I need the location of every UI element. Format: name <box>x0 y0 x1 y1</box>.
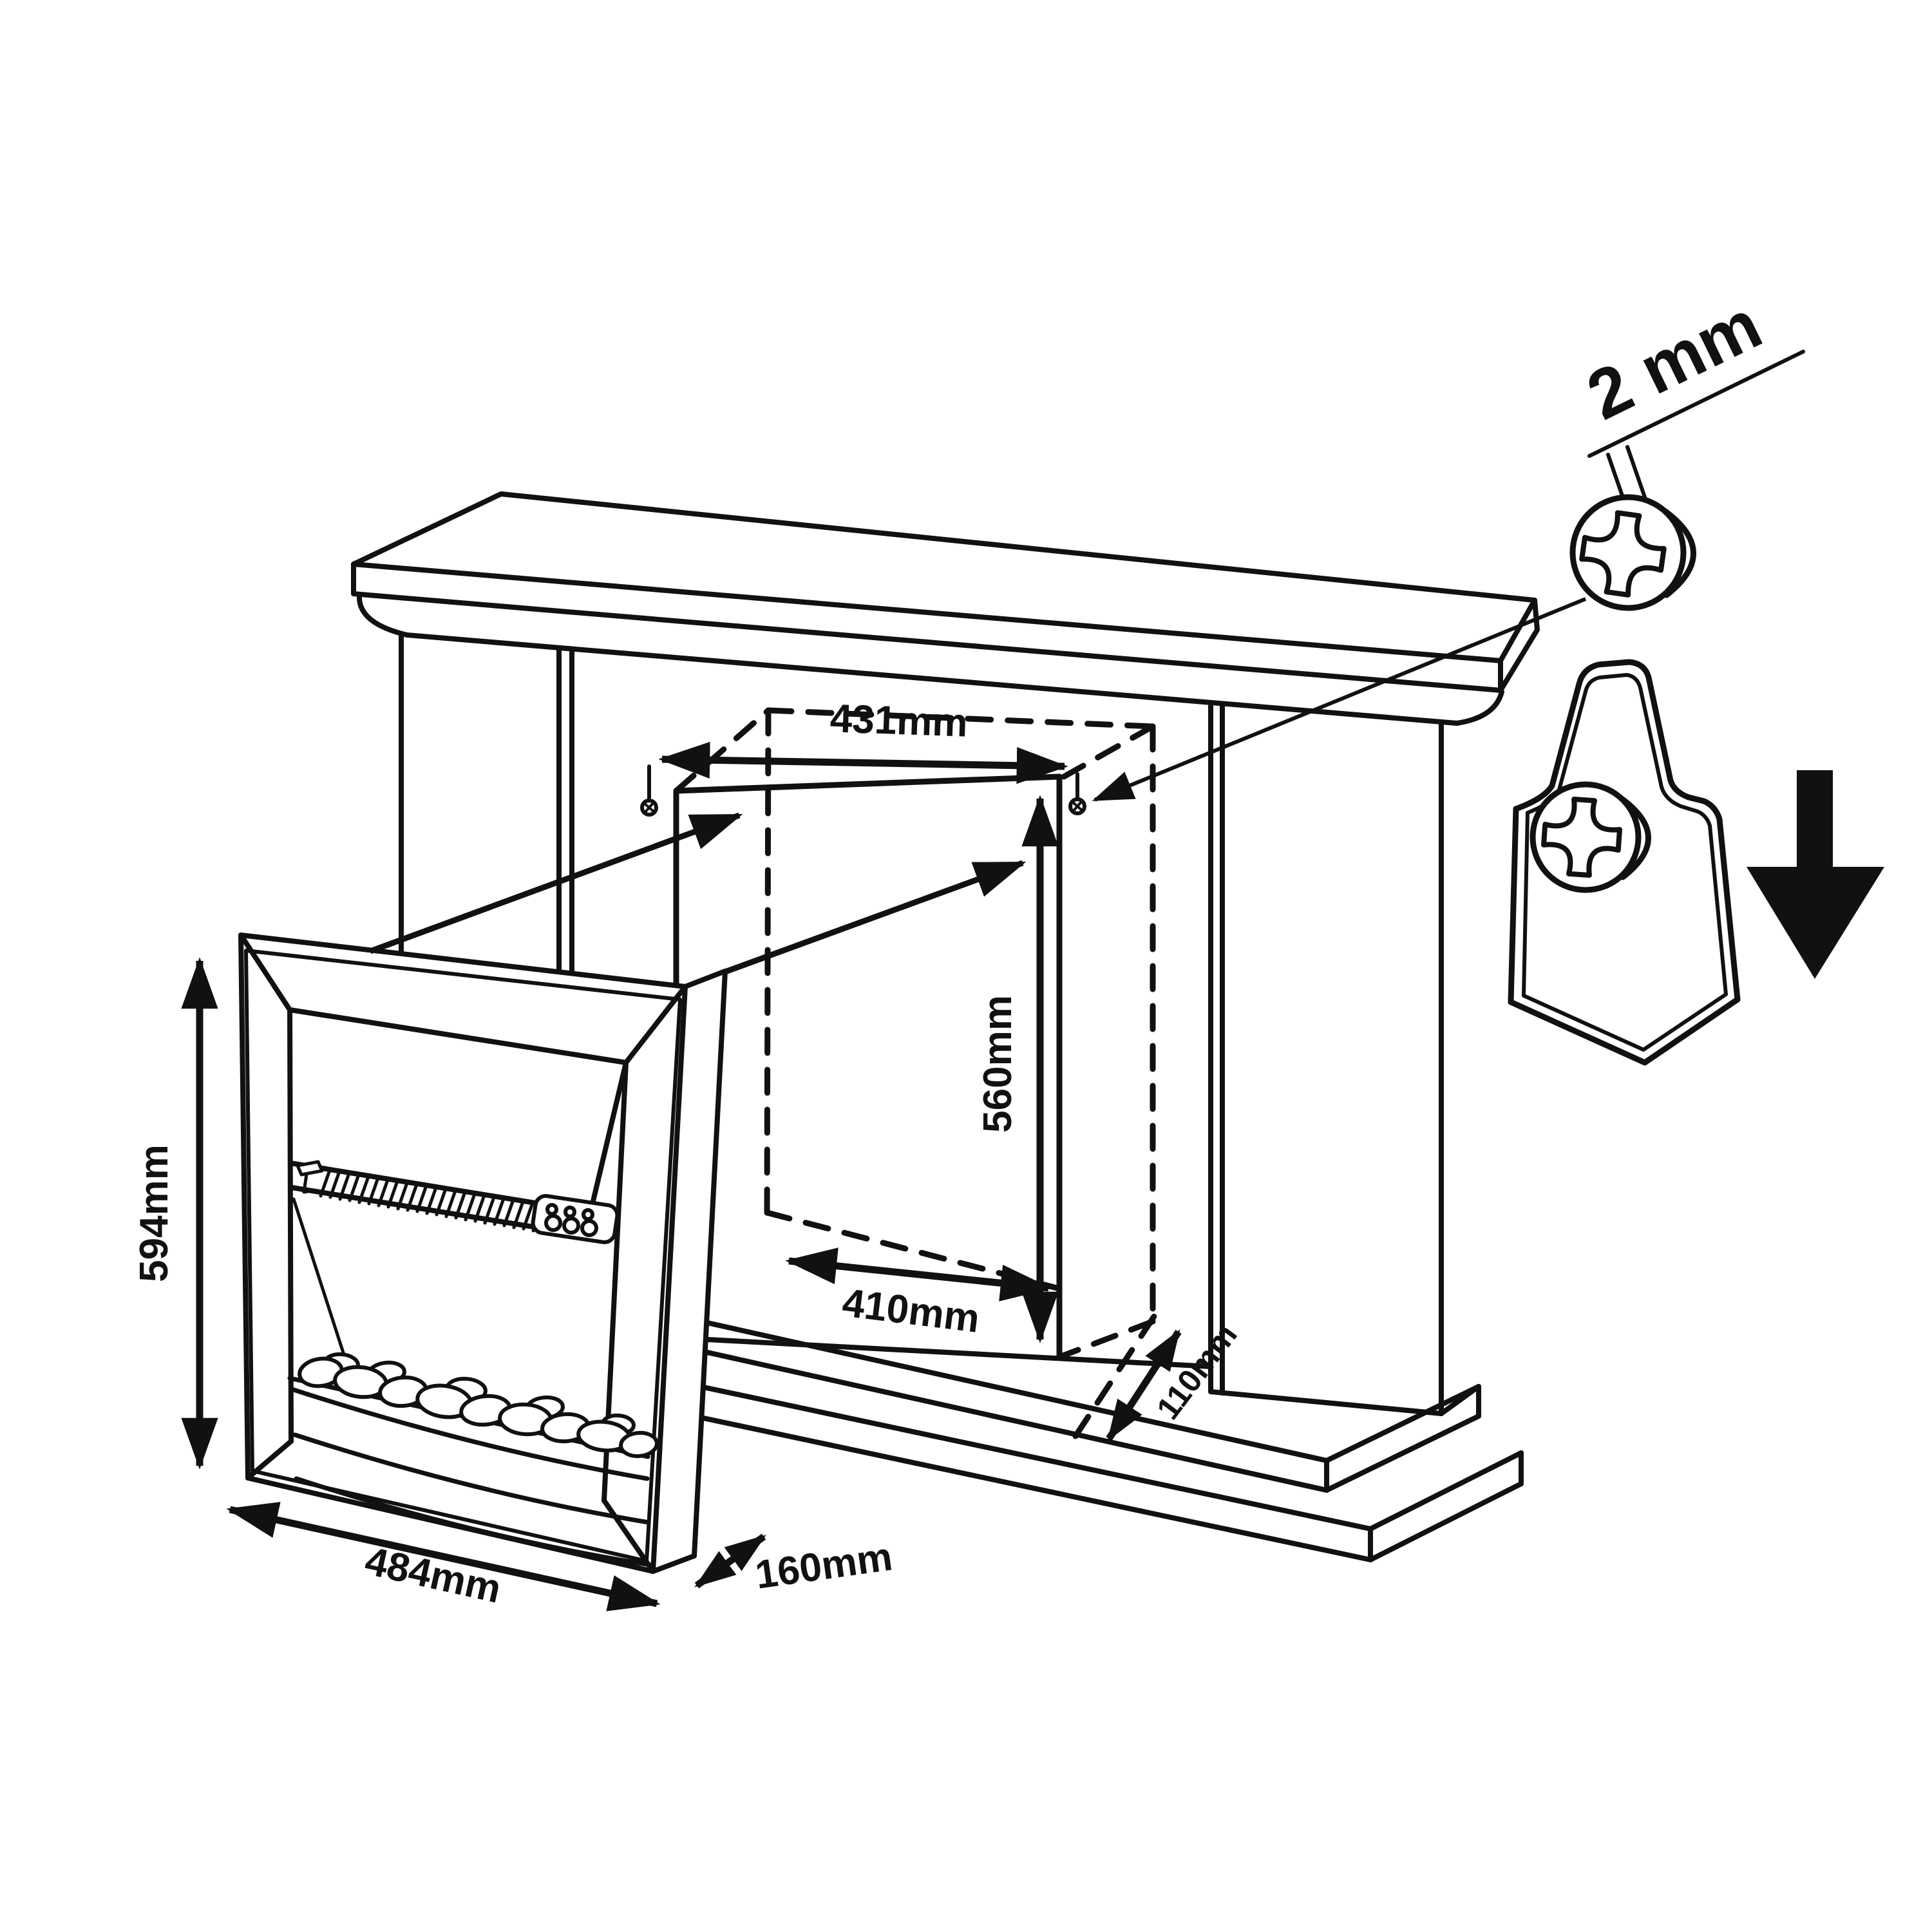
power-switch-icon <box>296 1160 324 1194</box>
mantel-molding-edge <box>404 632 1459 726</box>
phillips-screw-icon <box>1530 781 1651 893</box>
mantel-shelf <box>351 491 1540 726</box>
control-knob-icon <box>564 1206 576 1218</box>
opening-floor-width-label: 410mm <box>840 1280 982 1341</box>
screw-protrusion-label: 2 mm <box>1575 285 1773 434</box>
insert-frame-miters <box>238 933 688 1574</box>
dimension-arrow-icon <box>785 1247 1052 1302</box>
fire-insert <box>238 933 728 1574</box>
recess-dimensions <box>658 741 1182 1441</box>
insertion-guide-arrows <box>369 812 1027 975</box>
right-leg <box>1208 700 1481 1416</box>
opening-width-label: 431mm <box>829 696 969 745</box>
dimension-arrow-icon <box>658 741 1068 784</box>
keyhole-bracket-icon <box>1508 659 1741 1066</box>
guide-arrow-icon <box>369 812 743 954</box>
control-panel <box>531 1194 620 1244</box>
dimension-arrow-icon <box>694 1533 766 1589</box>
callout-baseline <box>1587 350 1805 458</box>
mantel-molding-right <box>1454 689 1504 726</box>
small-screw-icon <box>1068 772 1086 815</box>
insert-frame-right-edge <box>650 984 688 1574</box>
screw-leader-line <box>1092 597 1587 802</box>
mantel-molding-left <box>356 593 410 638</box>
screw-callout <box>1569 350 1805 611</box>
dimension-arrow-icon <box>1106 1329 1182 1441</box>
insert-height-label: 594mm <box>132 1144 176 1282</box>
dimension-arrow-icon <box>226 1502 661 1611</box>
control-knob-icon <box>562 1217 580 1235</box>
glass-reflection <box>292 1197 350 1368</box>
down-arrow-icon <box>1747 770 1884 979</box>
pebbles <box>298 1352 659 1459</box>
recess-depth-label: 110mm <box>1150 1317 1244 1426</box>
fireplace-surround <box>351 491 1540 1562</box>
insert-width-label: 484mm <box>361 1539 506 1612</box>
control-knob-icon <box>545 1203 558 1216</box>
left-leg <box>399 632 574 978</box>
insert-depth-label: 160mm <box>753 1535 895 1598</box>
control-knob-icon <box>544 1214 562 1232</box>
opening-height-label: 560mm <box>976 995 1020 1133</box>
grille-louvers <box>319 1168 544 1233</box>
control-knob-icon <box>580 1219 598 1237</box>
insert-frame-lip <box>244 949 682 1563</box>
phillips-screw-icon <box>1569 494 1696 611</box>
guide-arrow-icon <box>724 860 1027 975</box>
insert-dimensions <box>181 957 766 1611</box>
small-screw-icon <box>640 764 658 817</box>
control-knob-icon <box>582 1208 594 1221</box>
